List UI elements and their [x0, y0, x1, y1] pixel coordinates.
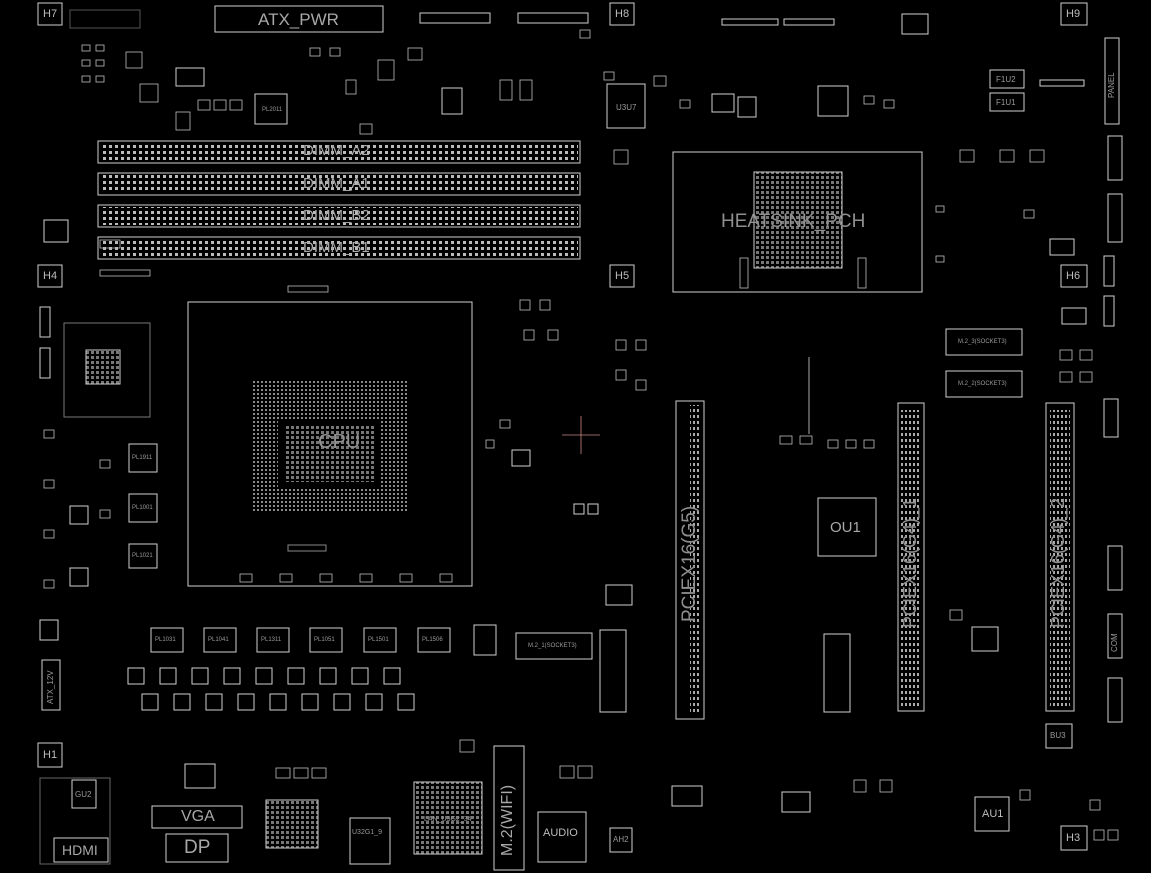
hole-h9: [1060, 2, 1088, 26]
atx-pwr-connector: [214, 5, 384, 33]
hole-h7: [37, 2, 63, 26]
label-com: COM: [1110, 633, 1119, 652]
hdmi-port: [53, 837, 109, 863]
label-pl1311: PL1311: [261, 637, 282, 643]
usb-port: [265, 799, 319, 849]
label-dp: DP: [184, 837, 211, 858]
label-ah2: AH2: [613, 835, 629, 844]
label-hdmi: HDMI: [62, 842, 98, 858]
dimm-b1-slot: [97, 236, 581, 260]
label-f1u2: F1U2: [996, 75, 1016, 84]
lan-port: [413, 781, 483, 855]
label-pl1001: PL1001: [132, 505, 153, 511]
label-pl2011: PL2011: [262, 107, 283, 113]
hole-h8: [609, 2, 635, 26]
label-pl1506: PL1506: [422, 637, 443, 643]
label-pciex16-g4-1: PCIEX16(G4)_1: [900, 497, 920, 628]
m2-wifi-socket: [493, 745, 525, 871]
label-atx-12v: ATX_12V: [46, 670, 55, 704]
label-pl1911: PL1911: [132, 455, 153, 461]
label-h7: H7: [43, 8, 58, 20]
label-h6: H6: [1066, 270, 1081, 282]
au1-chip: [974, 796, 1010, 832]
audio-jack: [537, 811, 587, 863]
cursor-crosshair: [562, 416, 600, 454]
label-h9: H9: [1066, 8, 1081, 20]
label-m2-1: M.2_1(SOCKET3): [528, 643, 577, 649]
label-m2-3: M.2_3(SOCKET3): [958, 339, 1007, 345]
label-dimm-a2: DIMM_A2: [303, 142, 370, 159]
label-pl1031: PL1031: [155, 637, 176, 643]
label-pl1051: PL1051: [314, 637, 335, 643]
ou1-chip: [817, 497, 877, 557]
f1u1-fuse: [989, 92, 1025, 112]
vga-port: [151, 805, 243, 829]
dimm-a2-slot: [97, 140, 581, 164]
label-gu2: GU2: [75, 790, 92, 799]
dp-port: [165, 833, 229, 863]
label-atx-pwr: ATX_PWR: [258, 10, 339, 29]
label-dimm-a1: DIMM_A1: [303, 175, 370, 192]
label-audio: AUDIO: [543, 827, 578, 839]
label-m2-2: M.2_2(SOCKET3): [958, 381, 1007, 387]
label-ou1: OU1: [830, 519, 861, 536]
cpu-pad-array: [252, 380, 408, 512]
com-header: [1107, 613, 1123, 659]
usb32g1-port: [349, 817, 391, 865]
label-pciex16-g5: PCIEX16(G5): [679, 505, 700, 622]
bu3-chip: [1045, 723, 1073, 749]
label-pl1501: PL1501: [368, 637, 389, 643]
label-pciex16-g4-2: PCIEX16(G4)_2: [1048, 497, 1068, 628]
atx-12v-connector: [41, 659, 61, 711]
label-h4: H4: [43, 270, 58, 282]
label-h1: H1: [43, 749, 58, 761]
cpu-socket: [187, 301, 473, 587]
pciex16-g4-1-slot: [897, 402, 925, 712]
m2-1-socket: [515, 632, 593, 660]
pciex16-g5-slot: [675, 400, 705, 720]
passive-components: [43, 29, 1119, 841]
pciex16-g4-2-slot: [1045, 402, 1075, 712]
pch-heatsink: [672, 151, 923, 293]
label-u32g1: U32G1_9: [352, 829, 382, 836]
hole-h6: [1060, 264, 1088, 288]
label-dimm-b1: DIMM_B1: [303, 239, 370, 256]
label-cpu: CPU: [318, 431, 361, 453]
label-h5: H5: [615, 270, 630, 282]
label-au1: AU1: [982, 808, 1004, 820]
label-f1u1: F1U1: [996, 98, 1016, 107]
label-h3: H3: [1066, 832, 1081, 844]
label-pl1041: PL1041: [208, 637, 229, 643]
u3u7-chip: [606, 83, 646, 129]
label-bu3: BU3: [1050, 731, 1066, 740]
pch-chip: [753, 171, 843, 269]
m2-2-socket: [945, 370, 1023, 398]
label-panel: PANEL: [1107, 72, 1116, 98]
label-u3u7: U3U7: [616, 103, 637, 112]
hole-h1: [37, 742, 63, 768]
label-dimm-b2: DIMM_B2: [303, 207, 370, 224]
label-heatsink-pch: HEATSINK_PCH: [721, 211, 866, 232]
label-m2-wifi: M.2(WIFI): [499, 784, 516, 856]
label-lan: LAN_U3G2_34: [424, 816, 472, 823]
dimm-a1-slot: [97, 172, 581, 196]
label-pl1021: PL1021: [132, 553, 153, 559]
label-h8: H8: [615, 8, 630, 20]
label-vga: VGA: [181, 808, 215, 825]
f1u2-fuse: [989, 69, 1025, 89]
dimm-b2-slot: [97, 204, 581, 228]
hole-h3: [1060, 825, 1088, 851]
panel-header: [1104, 37, 1120, 125]
m2-3-socket: [945, 328, 1023, 356]
hole-h4: [37, 264, 63, 288]
hole-h5: [609, 264, 635, 288]
